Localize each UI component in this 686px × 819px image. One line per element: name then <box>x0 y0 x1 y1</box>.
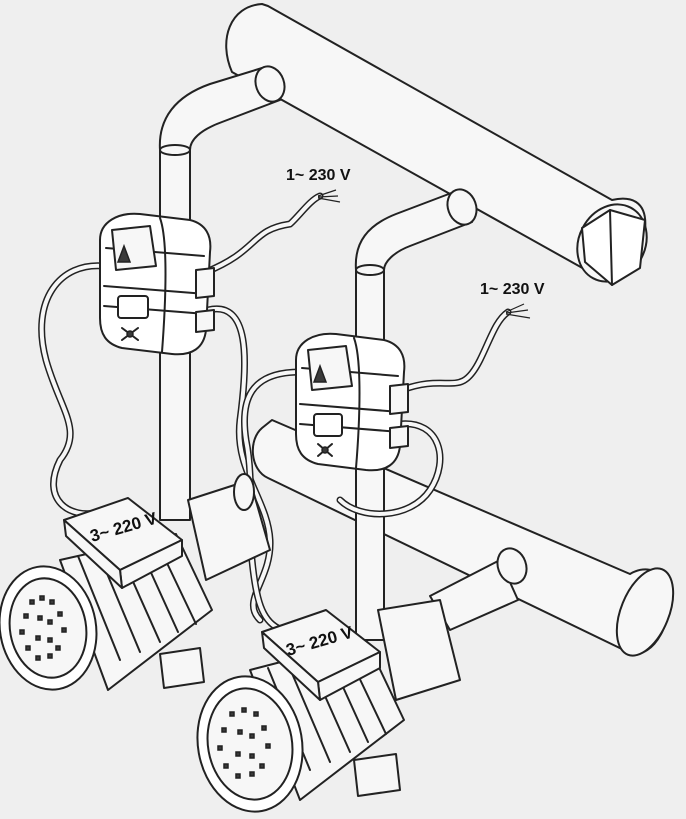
left-motor-fan-grille <box>19 595 67 661</box>
left-pump-controller <box>99 212 215 356</box>
right-pump-controller <box>295 332 409 472</box>
upper-manifold-pipe <box>225 3 648 286</box>
supply-cable-2 <box>398 303 531 394</box>
supply-voltage-label-2: 1~ 230 V <box>480 281 545 298</box>
left-pump-motor <box>0 473 271 691</box>
right-pump-motor <box>196 547 528 813</box>
right-motor-fan-grille <box>217 707 271 779</box>
supply-cable-1 <box>202 189 341 276</box>
supply-voltage-label-1: 1~ 230 V <box>286 167 351 184</box>
